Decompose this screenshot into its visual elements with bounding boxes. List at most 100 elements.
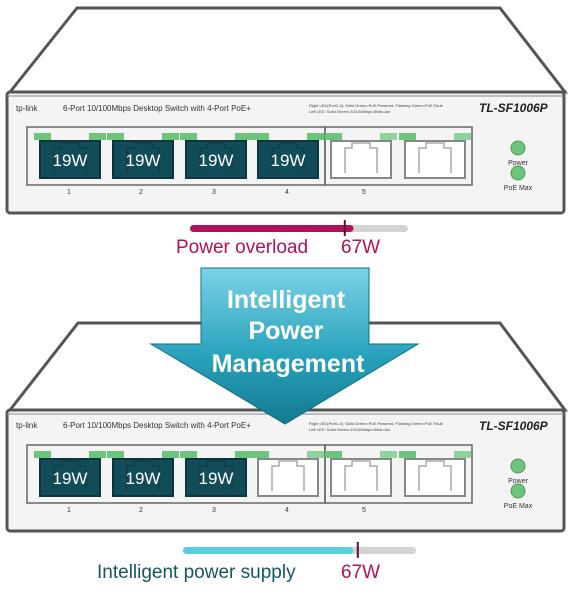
port-number: 4: [285, 189, 289, 196]
meter-fill: [183, 547, 354, 554]
port-power-label: 19W: [53, 469, 88, 488]
bottom-switch-port-bay-data: [324, 444, 473, 504]
port-body: [112, 140, 174, 179]
port-number: 2: [139, 189, 143, 196]
port-body: [257, 140, 319, 179]
port-link-led: [180, 133, 197, 140]
port-poe-led: [235, 133, 252, 140]
bottom-meter-wattage: 67W: [341, 562, 381, 583]
port-poe-led: [89, 133, 106, 140]
bottom-switch-port-4: 4: [252, 451, 324, 514]
port-number: 5: [362, 507, 366, 514]
port-poe-led: [307, 133, 324, 140]
top-switch-port-bay-data: [324, 126, 473, 186]
port-jack-outline: [344, 460, 378, 491]
port-power-label: 19W: [53, 151, 88, 170]
port-body: [330, 458, 392, 497]
port-body: [185, 140, 247, 179]
bottom-switch-brand: tp-link: [16, 421, 38, 430]
bottom-switch-description: 6-Port 10/100Mbps Desktop Switch with 4-…: [63, 421, 251, 430]
port-body: [112, 458, 174, 497]
port-power-label: 19W: [271, 151, 306, 170]
arrow-text-line-3: Management: [212, 350, 365, 378]
bottom-switch-port-5: 5: [325, 451, 397, 514]
port-jack-outline: [271, 460, 305, 491]
port-link-led: [107, 133, 124, 140]
port-link-led: [180, 451, 197, 458]
port-poe-led: [235, 451, 252, 458]
port-poe-led: [380, 451, 397, 458]
bottom-switch-port-2: 2 19W: [107, 451, 179, 514]
port-jack-outline: [53, 460, 87, 491]
port-link-led: [252, 451, 269, 458]
bottom-switch-led-power-label: Power: [508, 478, 529, 485]
top-switch-port-5: 5: [325, 133, 397, 196]
arrow-text-line-2: Power: [248, 317, 323, 345]
port-number: 3: [212, 189, 216, 196]
intelligent-power-supply-caption: Intelligent power supply: [97, 562, 296, 583]
arrow-text-line-1: Intelligent: [227, 286, 346, 314]
port-body: [39, 140, 101, 179]
port-jack-outline: [344, 142, 378, 173]
bottom-switch-led-poe-max-label: PoE Max: [504, 503, 533, 510]
top-power-meter: [190, 220, 408, 236]
top-switch-led-power-label: Power: [508, 160, 529, 167]
top-switch-legend-left-led: Left LED: Solid Green=10/100Mbps Blink=A…: [309, 109, 391, 114]
port-link-led: [325, 451, 342, 458]
port-jack-outline: [271, 142, 305, 173]
port-jack-outline: [53, 142, 87, 173]
intelligent-power-management-arrow: Intelligent Power Management: [149, 267, 420, 425]
port-poe-led: [380, 133, 397, 140]
meter-fill: [190, 225, 354, 232]
port-power-label: 19W: [126, 151, 161, 170]
port-jack-outline: [126, 460, 160, 491]
bottom-switch-port-1: 1 19W: [34, 451, 106, 514]
poe-max-led-icon: [510, 483, 526, 499]
port-number: 1: [67, 507, 71, 514]
bottom-switch-legend-left-led: Left LED: Solid Green=10/100Mbps Blink=A…: [309, 427, 391, 432]
top-switch-port-2: 2 19W: [107, 133, 179, 196]
port-link-led: [34, 133, 51, 140]
port-link-led: [34, 451, 51, 458]
port-poe-led: [162, 133, 179, 140]
port-link-led: [325, 133, 342, 140]
port-poe-led: [307, 451, 324, 458]
power-led-icon: [510, 458, 526, 474]
port-body: [404, 140, 466, 179]
port-body: [330, 140, 392, 179]
top-switch-port-6: [399, 133, 471, 179]
bottom-switch-port-6: [399, 451, 471, 497]
port-body: [39, 458, 101, 497]
top-switch-model: TL-SF1006P: [479, 101, 549, 115]
port-number: 3: [212, 507, 216, 514]
port-jack-outline: [126, 142, 160, 173]
top-switch-led-poe-max-label: PoE Max: [504, 185, 533, 192]
port-power-label: 19W: [199, 469, 234, 488]
top-switch-port-4: 4 19W: [252, 133, 324, 196]
port-number: 5: [362, 189, 366, 196]
port-poe-led: [454, 451, 471, 458]
top-switch: tp-link 6-Port 10/100Mbps Desktop Switch…: [5, 6, 569, 215]
port-link-led: [252, 133, 269, 140]
top-switch-lid: [6, 6, 569, 94]
bottom-power-meter: [183, 542, 416, 558]
bottom-switch-port-3: 3 19W: [180, 451, 252, 514]
port-number: 4: [285, 507, 289, 514]
top-switch-legend-right-led: Right LED(Port1-4): Solid Green=PoE Powe…: [309, 103, 444, 108]
poe-max-led-icon: [510, 165, 526, 181]
port-jack-outline: [199, 142, 233, 173]
port-link-led: [107, 451, 124, 458]
top-switch-description: 6-Port 10/100Mbps Desktop Switch with 4-…: [63, 104, 251, 113]
bottom-switch-model: TL-SF1006P: [479, 419, 549, 433]
port-power-label: 19W: [126, 469, 161, 488]
port-jack-outline: [418, 460, 452, 491]
port-poe-led: [454, 133, 471, 140]
port-link-led: [399, 133, 416, 140]
port-poe-led: [89, 451, 106, 458]
power-overload-caption: Power overload: [176, 237, 309, 258]
port-number: 2: [139, 507, 143, 514]
power-led-icon: [510, 140, 526, 156]
